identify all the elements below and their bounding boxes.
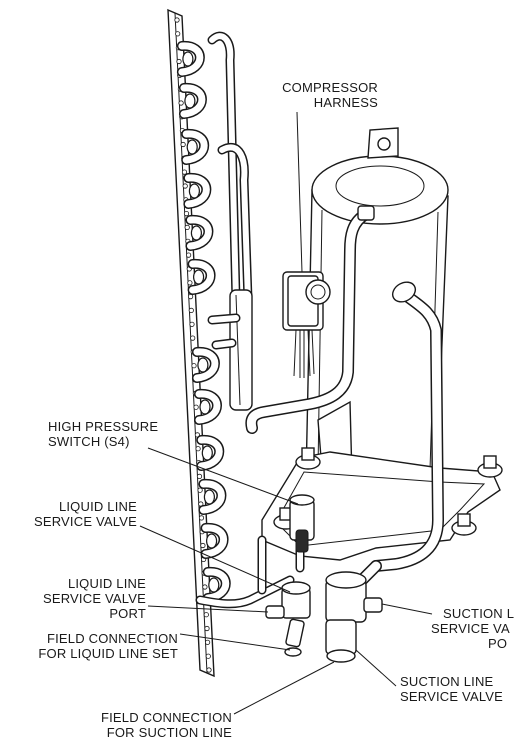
tube-sheet-hole: [190, 335, 196, 341]
suction-line-service-valve: [325, 560, 383, 663]
coil-return-bend: [185, 214, 214, 251]
callout-line: SERVICE VALVE: [400, 689, 503, 704]
tube-sheet-hole: [188, 293, 194, 300]
mounting-bolt: [295, 447, 321, 470]
callout-line: LIQUID LINE: [68, 576, 146, 591]
coil-return-bend: [176, 40, 205, 77]
compressor-shell: [305, 127, 449, 506]
coil-return-bend: [181, 128, 209, 165]
coil-return-bend: [191, 346, 220, 383]
callout-line: SUCTION L: [443, 606, 514, 621]
coil-return-bends: [176, 40, 231, 603]
tube-sheet-hole: [193, 404, 199, 410]
liquid-line-service-valve: [265, 581, 311, 657]
callout-high-pressure-switch: HIGH PRESSURE SWITCH (S4): [48, 419, 158, 449]
compressor-harness: [282, 271, 331, 378]
tube-sheet-hole: [184, 224, 190, 230]
callout-field-connection-suction: FIELD CONNECTION FOR SUCTION LINE: [101, 710, 232, 740]
high-pressure-switch: [289, 494, 315, 553]
mounting-bolt: [451, 513, 477, 536]
callout-liquid-line-service-valve: LIQUID LINE SERVICE VALVE: [34, 499, 137, 529]
callout-line: SERVICE VA: [431, 621, 510, 636]
callout-line: FOR SUCTION LINE: [107, 725, 232, 740]
leader-suction-line-service-valve: [355, 649, 397, 687]
leader-compressor-harness: [296, 111, 303, 273]
tube-sheet-hole: [186, 252, 192, 258]
leader-liquid-line-service-valve-port: [147, 605, 269, 613]
callout-line: SWITCH (S4): [48, 434, 130, 449]
tube-sheet-hole: [195, 446, 201, 452]
leader-suction-line-service-valve-port: [381, 603, 433, 615]
tube-sheet-hole: [191, 363, 197, 369]
leader-liquid-line-service-valve: [139, 525, 291, 593]
discharge-line: [245, 205, 375, 434]
tube-sheet-hole: [203, 612, 209, 618]
tube-sheet-hole: [202, 584, 208, 590]
tube-sheet-hole: [197, 487, 203, 493]
callout-line: FIELD CONNECTION: [101, 710, 232, 725]
callout-compressor-harness: COMPRESSOR HARNESS: [282, 80, 378, 110]
coil-return-bend: [187, 258, 216, 295]
tube-sheet-hole: [183, 211, 190, 217]
callout-line: HIGH PRESSURE: [48, 419, 158, 434]
mounting-bolt: [477, 455, 503, 478]
callout-line: FOR LIQUID LINE SET: [38, 646, 178, 661]
tube-sheet-hole: [181, 169, 188, 175]
callout-line: PO: [488, 636, 507, 651]
coil-return-bend: [200, 522, 229, 559]
tube-sheet-hole: [205, 653, 211, 659]
callout-line: SERVICE VALVE: [34, 514, 137, 529]
leader-field-connection-suction: [233, 661, 335, 715]
tube-sheet-hole: [206, 667, 212, 673]
callout-line: SERVICE VALVE: [43, 591, 146, 606]
tube-sheet-hole: [182, 183, 188, 189]
coil-return-bend: [194, 388, 222, 425]
leader-high-pressure-switch: [147, 447, 299, 505]
tube-sheet-hole: [178, 100, 184, 106]
callout-line: PORT: [109, 606, 146, 621]
leader-field-connection-liquid: [179, 633, 291, 651]
coil-return-bend: [202, 566, 231, 603]
tube-sheet-hole: [189, 321, 195, 327]
suction-line: [370, 281, 444, 572]
tube-sheet-hole: [204, 625, 210, 632]
tube-sheet-hole: [196, 473, 203, 479]
callout-field-connection-liquid: FIELD CONNECTION FOR LIQUID LINE SET: [38, 631, 178, 661]
callout-line: SUCTION LINE: [400, 674, 494, 689]
tube-sheet-hole: [176, 58, 182, 65]
callout-line: FIELD CONNECTION: [47, 631, 178, 646]
tube-sheet-hole: [187, 280, 193, 286]
coil-return-bend: [178, 82, 207, 119]
tube-sheet-hole: [188, 307, 194, 313]
coil-return-bend: [196, 434, 225, 471]
callout-suction-line-service-valve: SUCTION LINE SERVICE VALVE: [400, 674, 503, 704]
coil-distributor-pipe: [207, 31, 253, 411]
callout-liquid-line-service-valve-port: LIQUID LINE SERVICE VALVE PORT: [43, 576, 146, 621]
tube-sheet-hole: [180, 141, 186, 148]
tube-sheet-hole: [174, 17, 180, 23]
callout-line: LIQUID LINE: [59, 499, 137, 514]
callout-line: COMPRESSOR: [282, 80, 378, 95]
coil-return-bend: [198, 478, 227, 515]
tube-sheet-hole: [198, 515, 205, 521]
coil-return-bend: [183, 172, 212, 209]
leader-lines: [139, 111, 433, 715]
tube-sheet-hole: [175, 31, 181, 37]
tube-sheet-hole: [200, 542, 206, 549]
callout-line: HARNESS: [314, 95, 378, 110]
callout-suction-line-service-valve-port: SUCTION L SERVICE VA PO: [431, 606, 514, 651]
tube-sheet-hole: [205, 639, 211, 645]
